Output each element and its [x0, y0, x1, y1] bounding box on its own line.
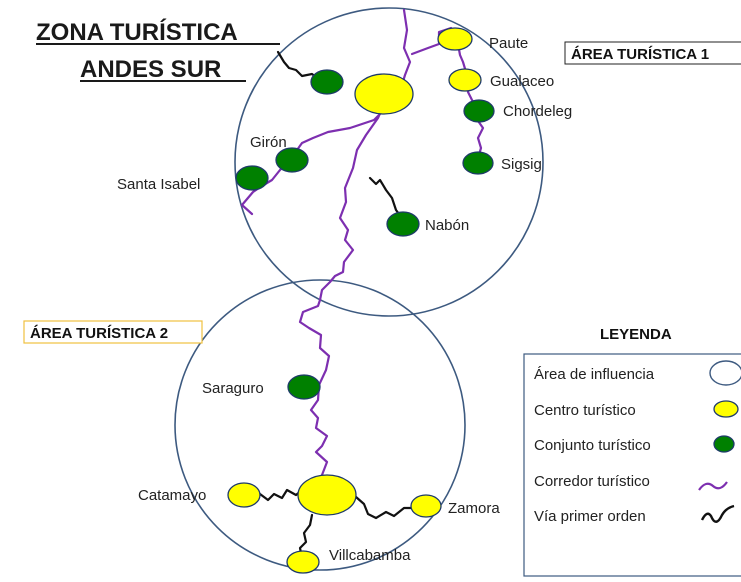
- place-label-sigsig: Sigsig: [501, 156, 542, 173]
- area-1-label: ÁREA TURÍSTICA 1: [571, 46, 709, 63]
- center-villcabamba: [286, 550, 320, 574]
- set-chordeleg: [463, 99, 495, 123]
- set-nabon: [386, 211, 420, 237]
- place-label-santa-isabel: Santa Isabel: [117, 176, 200, 193]
- tourist-sets: [235, 69, 495, 400]
- legend-label-influence: Área de influencia: [534, 366, 655, 383]
- area-2-box: [23, 320, 203, 344]
- center-catamayo: [227, 482, 261, 508]
- place-label-chordeleg: Chordeleg: [503, 103, 572, 120]
- legend-box: [523, 353, 741, 577]
- legend-swatch-center: [713, 400, 739, 418]
- area-2-label: ÁREA TURÍSTICA 2: [30, 325, 168, 342]
- legend: LEYENDA Área de influencia Centro turíst…: [523, 326, 741, 577]
- center-cuenca: [354, 73, 414, 115]
- place-label-paute: Paute: [489, 35, 528, 52]
- center-gualaceo: [448, 68, 482, 92]
- set-sigsig: [462, 151, 494, 175]
- map-title-line1: ZONA TURÍSTICA: [36, 18, 238, 46]
- influence-area-2: [174, 279, 466, 571]
- legend-swatch-influence: [709, 360, 741, 386]
- set-giron: [275, 147, 309, 173]
- legend-label-set: Conjunto turístico: [534, 437, 651, 454]
- influence-area-1: [234, 7, 544, 317]
- place-label-giron: Girón: [250, 134, 287, 151]
- legend-swatch-set: [713, 435, 735, 453]
- set-saraguro: [287, 374, 321, 400]
- legend-swatch-corridor: [698, 481, 728, 491]
- place-label-saraguro: Saraguro: [202, 380, 264, 397]
- center-paute: [437, 27, 473, 51]
- first-order-roads: [258, 50, 414, 560]
- place-label-villcabamba: Villcabamba: [329, 547, 411, 564]
- legend-title: LEYENDA: [600, 326, 672, 343]
- place-label-zamora: Zamora: [448, 500, 500, 517]
- place-label-gualaceo: Gualaceo: [490, 73, 554, 90]
- legend-label-road: Vía primer orden: [534, 508, 646, 525]
- map-title-line2: ANDES SUR: [80, 56, 221, 83]
- place-label-catamayo: Catamayo: [138, 487, 206, 504]
- center-loja: [297, 474, 357, 516]
- set-santa-isabel: [235, 165, 269, 191]
- set-north: [310, 69, 344, 95]
- center-zamora: [410, 494, 442, 518]
- area-1-box: [564, 41, 741, 65]
- legend-swatch-road: [700, 504, 735, 523]
- tourist-centers: [227, 27, 482, 574]
- legend-label-center: Centro turístico: [534, 402, 636, 419]
- place-label-nabon: Nabón: [425, 217, 469, 234]
- legend-label-corridor: Corredor turístico: [534, 473, 650, 490]
